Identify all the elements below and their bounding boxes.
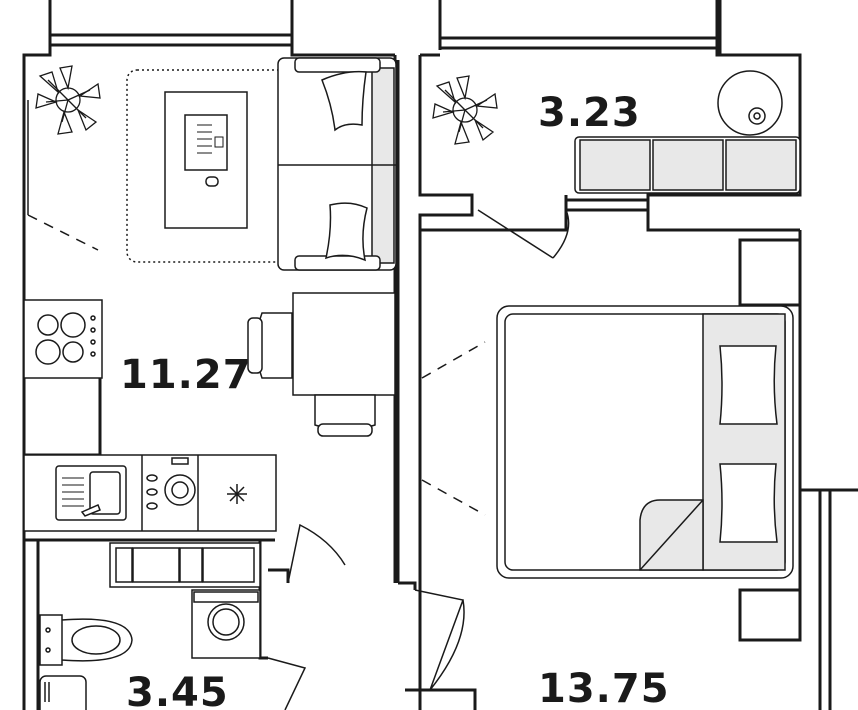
laptop-icon xyxy=(184,114,228,171)
wall-bathroom xyxy=(258,540,290,660)
faucet-icon xyxy=(80,504,101,517)
area-label-kitchen-living: 11.27 xyxy=(120,352,252,398)
washbasin xyxy=(39,675,87,710)
sofa-arm-top xyxy=(294,57,381,73)
plant-icon xyxy=(432,75,498,145)
wall-bathroom-bottom xyxy=(398,581,477,710)
mouse-icon xyxy=(205,176,219,187)
bedroom-furniture xyxy=(496,305,794,579)
door-bedroom xyxy=(414,589,465,691)
chair-left-back xyxy=(247,317,263,374)
sofa-arm-bottom xyxy=(294,255,381,271)
wall-center-vertical xyxy=(393,55,474,710)
wall-right-niche xyxy=(738,238,802,642)
door-bathroom xyxy=(287,523,346,584)
bed-pillow-top xyxy=(719,345,778,425)
area-label-bathroom: 3.45 xyxy=(126,670,229,710)
living-furniture xyxy=(23,57,397,532)
wall-top-window-left xyxy=(50,0,395,57)
fridge-icon xyxy=(227,484,247,504)
passage-lines xyxy=(27,214,486,516)
wall-balcony-step xyxy=(420,195,648,232)
plant-icon xyxy=(35,65,101,135)
sofa-pillow-top xyxy=(321,70,367,132)
side-table xyxy=(717,70,783,136)
sofa-pillow-bottom xyxy=(324,202,368,262)
balcony-furniture xyxy=(574,70,801,194)
door-bath-lower xyxy=(267,657,307,710)
dining-table xyxy=(292,292,396,396)
wall-balcony xyxy=(438,0,802,232)
wall-top-left xyxy=(22,0,52,710)
bed-pillow-bottom xyxy=(719,463,778,543)
stove xyxy=(23,299,103,379)
area-label-bedroom: 13.75 xyxy=(538,666,670,710)
bathroom-fixtures xyxy=(39,542,261,710)
area-label-balcony: 3.23 xyxy=(538,90,641,136)
door-balcony xyxy=(477,209,570,259)
chair-bottom-back xyxy=(317,423,373,437)
wall-balcony-top xyxy=(420,0,722,57)
doors xyxy=(267,209,570,710)
